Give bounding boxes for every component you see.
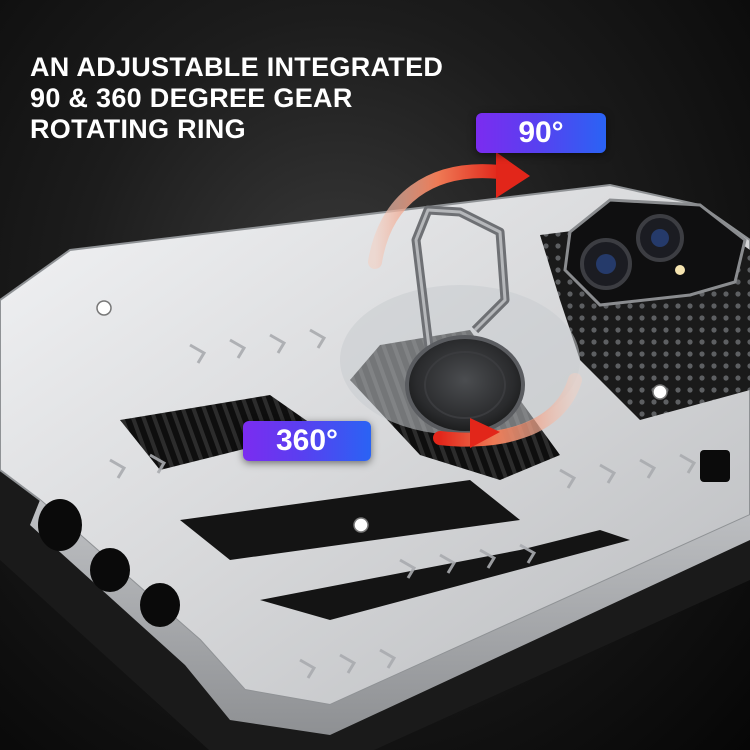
badge-90-degree: 90° [476,113,606,153]
headline-line-1: AN ADJUSTABLE INTEGRATED [30,52,444,82]
rotate-arrow-icon [433,373,582,448]
ring-holder-icon [340,205,580,435]
headline-line-3: ROTATING RING [30,114,246,144]
headline-line-2: 90 & 360 DEGREE GEAR [30,83,353,113]
headline: AN ADJUSTABLE INTEGRATED 90 & 360 DEGREE… [30,52,450,145]
badge-360-degree: 360° [243,421,371,461]
rotate-arrow-icon [368,152,530,269]
camera-lens-icon [563,198,747,307]
